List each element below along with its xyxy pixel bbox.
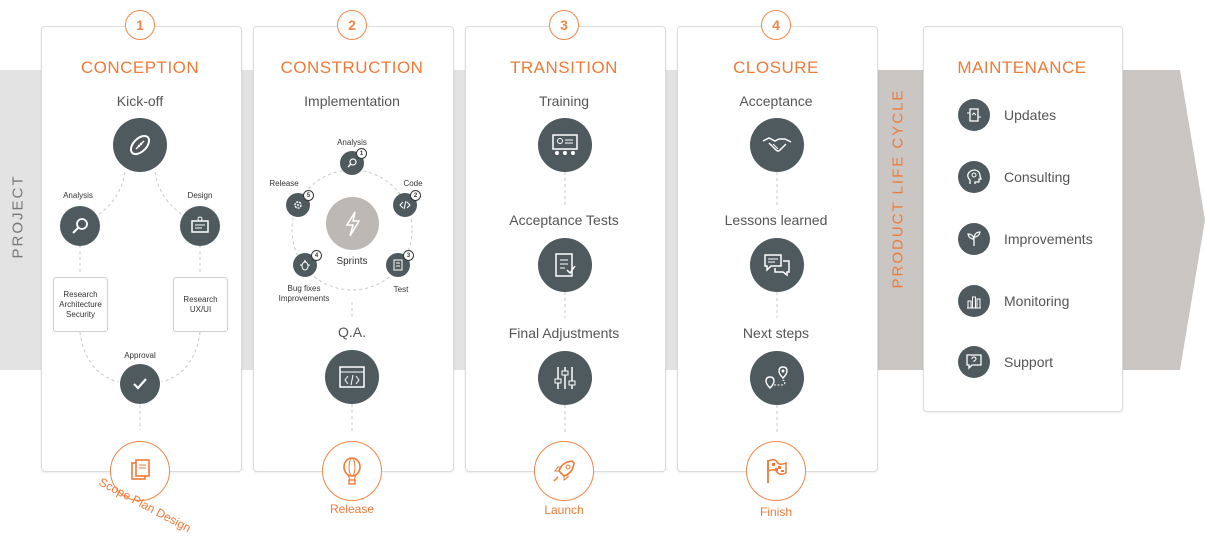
training-board-icon (538, 118, 592, 172)
final-adjustments-label: Final Adjustments (508, 325, 620, 341)
route-pin-icon (750, 351, 804, 405)
acceptance-tests-label: Acceptance Tests (509, 212, 619, 228)
design-label: Design (187, 191, 213, 200)
cycle-release-label: Release (269, 179, 299, 188)
rocket-icon (534, 441, 594, 501)
transition-title: TRANSITION (510, 58, 618, 77)
cycle-number-5: 5 (303, 190, 314, 201)
acceptance-label: Acceptance (739, 93, 813, 109)
release-label: Release (329, 502, 375, 516)
maintenance-item-monitoring: Monitoring (958, 285, 1069, 317)
research-ux-box: Research UX/UI (173, 277, 228, 332)
maintenance-consulting-label: Consulting (1004, 169, 1071, 185)
sliders-icon (538, 351, 592, 405)
improvements-plant-icon (958, 223, 990, 255)
balloon-icon (322, 441, 382, 501)
approval-label: Approval (124, 351, 156, 360)
phase-number-4: 4 (761, 10, 791, 40)
cycle-code-label: Code (403, 179, 423, 188)
cycle-number-1: 1 (356, 148, 367, 159)
updates-icon (958, 99, 990, 131)
cycle-number-3: 3 (403, 250, 414, 261)
construction-title: CONSTRUCTION (280, 58, 424, 77)
analysis-label: Analysis (63, 191, 93, 200)
maintenance-updates-label: Updates (1004, 107, 1057, 123)
training-label: Training (538, 93, 590, 109)
kickoff-label: Kick-off (116, 93, 164, 109)
cycle-number-4: 4 (311, 250, 322, 261)
closure-title: CLOSURE (733, 58, 819, 77)
conception-title: CONCEPTION (80, 58, 200, 77)
phase-number-2: 2 (337, 10, 367, 40)
maintenance-support-label: Support (1004, 354, 1054, 370)
maintenance-improvements-label: Improvements (1004, 231, 1093, 247)
maintenance-monitoring-label: Monitoring (1004, 293, 1070, 309)
maintenance-card (923, 26, 1123, 412)
phase-number-1: 1 (125, 10, 155, 40)
finish-label: Finish (759, 505, 792, 519)
next-steps-label: Next steps (742, 325, 810, 341)
chat-bubbles-icon (750, 238, 804, 292)
cycle-number-2: 2 (410, 190, 421, 201)
code-window-icon (325, 350, 379, 404)
handshake-icon (750, 118, 804, 172)
launch-label: Launch (544, 503, 584, 517)
sprints-lightning-icon (326, 197, 379, 250)
maintenance-title: MAINTENANCE (957, 58, 1087, 77)
sprints-label: Sprints (336, 256, 368, 267)
maintenance-item-consulting: Consulting (958, 161, 1070, 193)
cycle-analysis-label: Analysis (337, 138, 367, 147)
consulting-head-icon (958, 161, 990, 193)
monitoring-chart-icon (958, 285, 990, 317)
football-icon (113, 118, 167, 172)
magnifier-icon (60, 206, 100, 246)
document-stack-icon (110, 441, 170, 501)
checkered-flag-icon (746, 441, 806, 501)
checklist-icon (538, 238, 592, 292)
cycle-bugfixes-label: Bug fixes Improvements (278, 284, 330, 303)
support-chat-icon (958, 346, 990, 378)
maintenance-item-updates: Updates (958, 99, 1056, 131)
checkmark-icon (120, 364, 160, 404)
phase-number-3: 3 (549, 10, 579, 40)
maintenance-item-improvements: Improvements (958, 223, 1093, 255)
lessons-learned-label: Lessons learned (724, 212, 828, 228)
design-board-icon (180, 206, 220, 246)
maintenance-item-support: Support (958, 346, 1053, 378)
implementation-label: Implementation (304, 93, 400, 109)
qa-label: Q.A. (337, 324, 366, 340)
cycle-test-label: Test (393, 285, 409, 294)
research-architecture-box: Research Architecture Security (53, 277, 108, 332)
